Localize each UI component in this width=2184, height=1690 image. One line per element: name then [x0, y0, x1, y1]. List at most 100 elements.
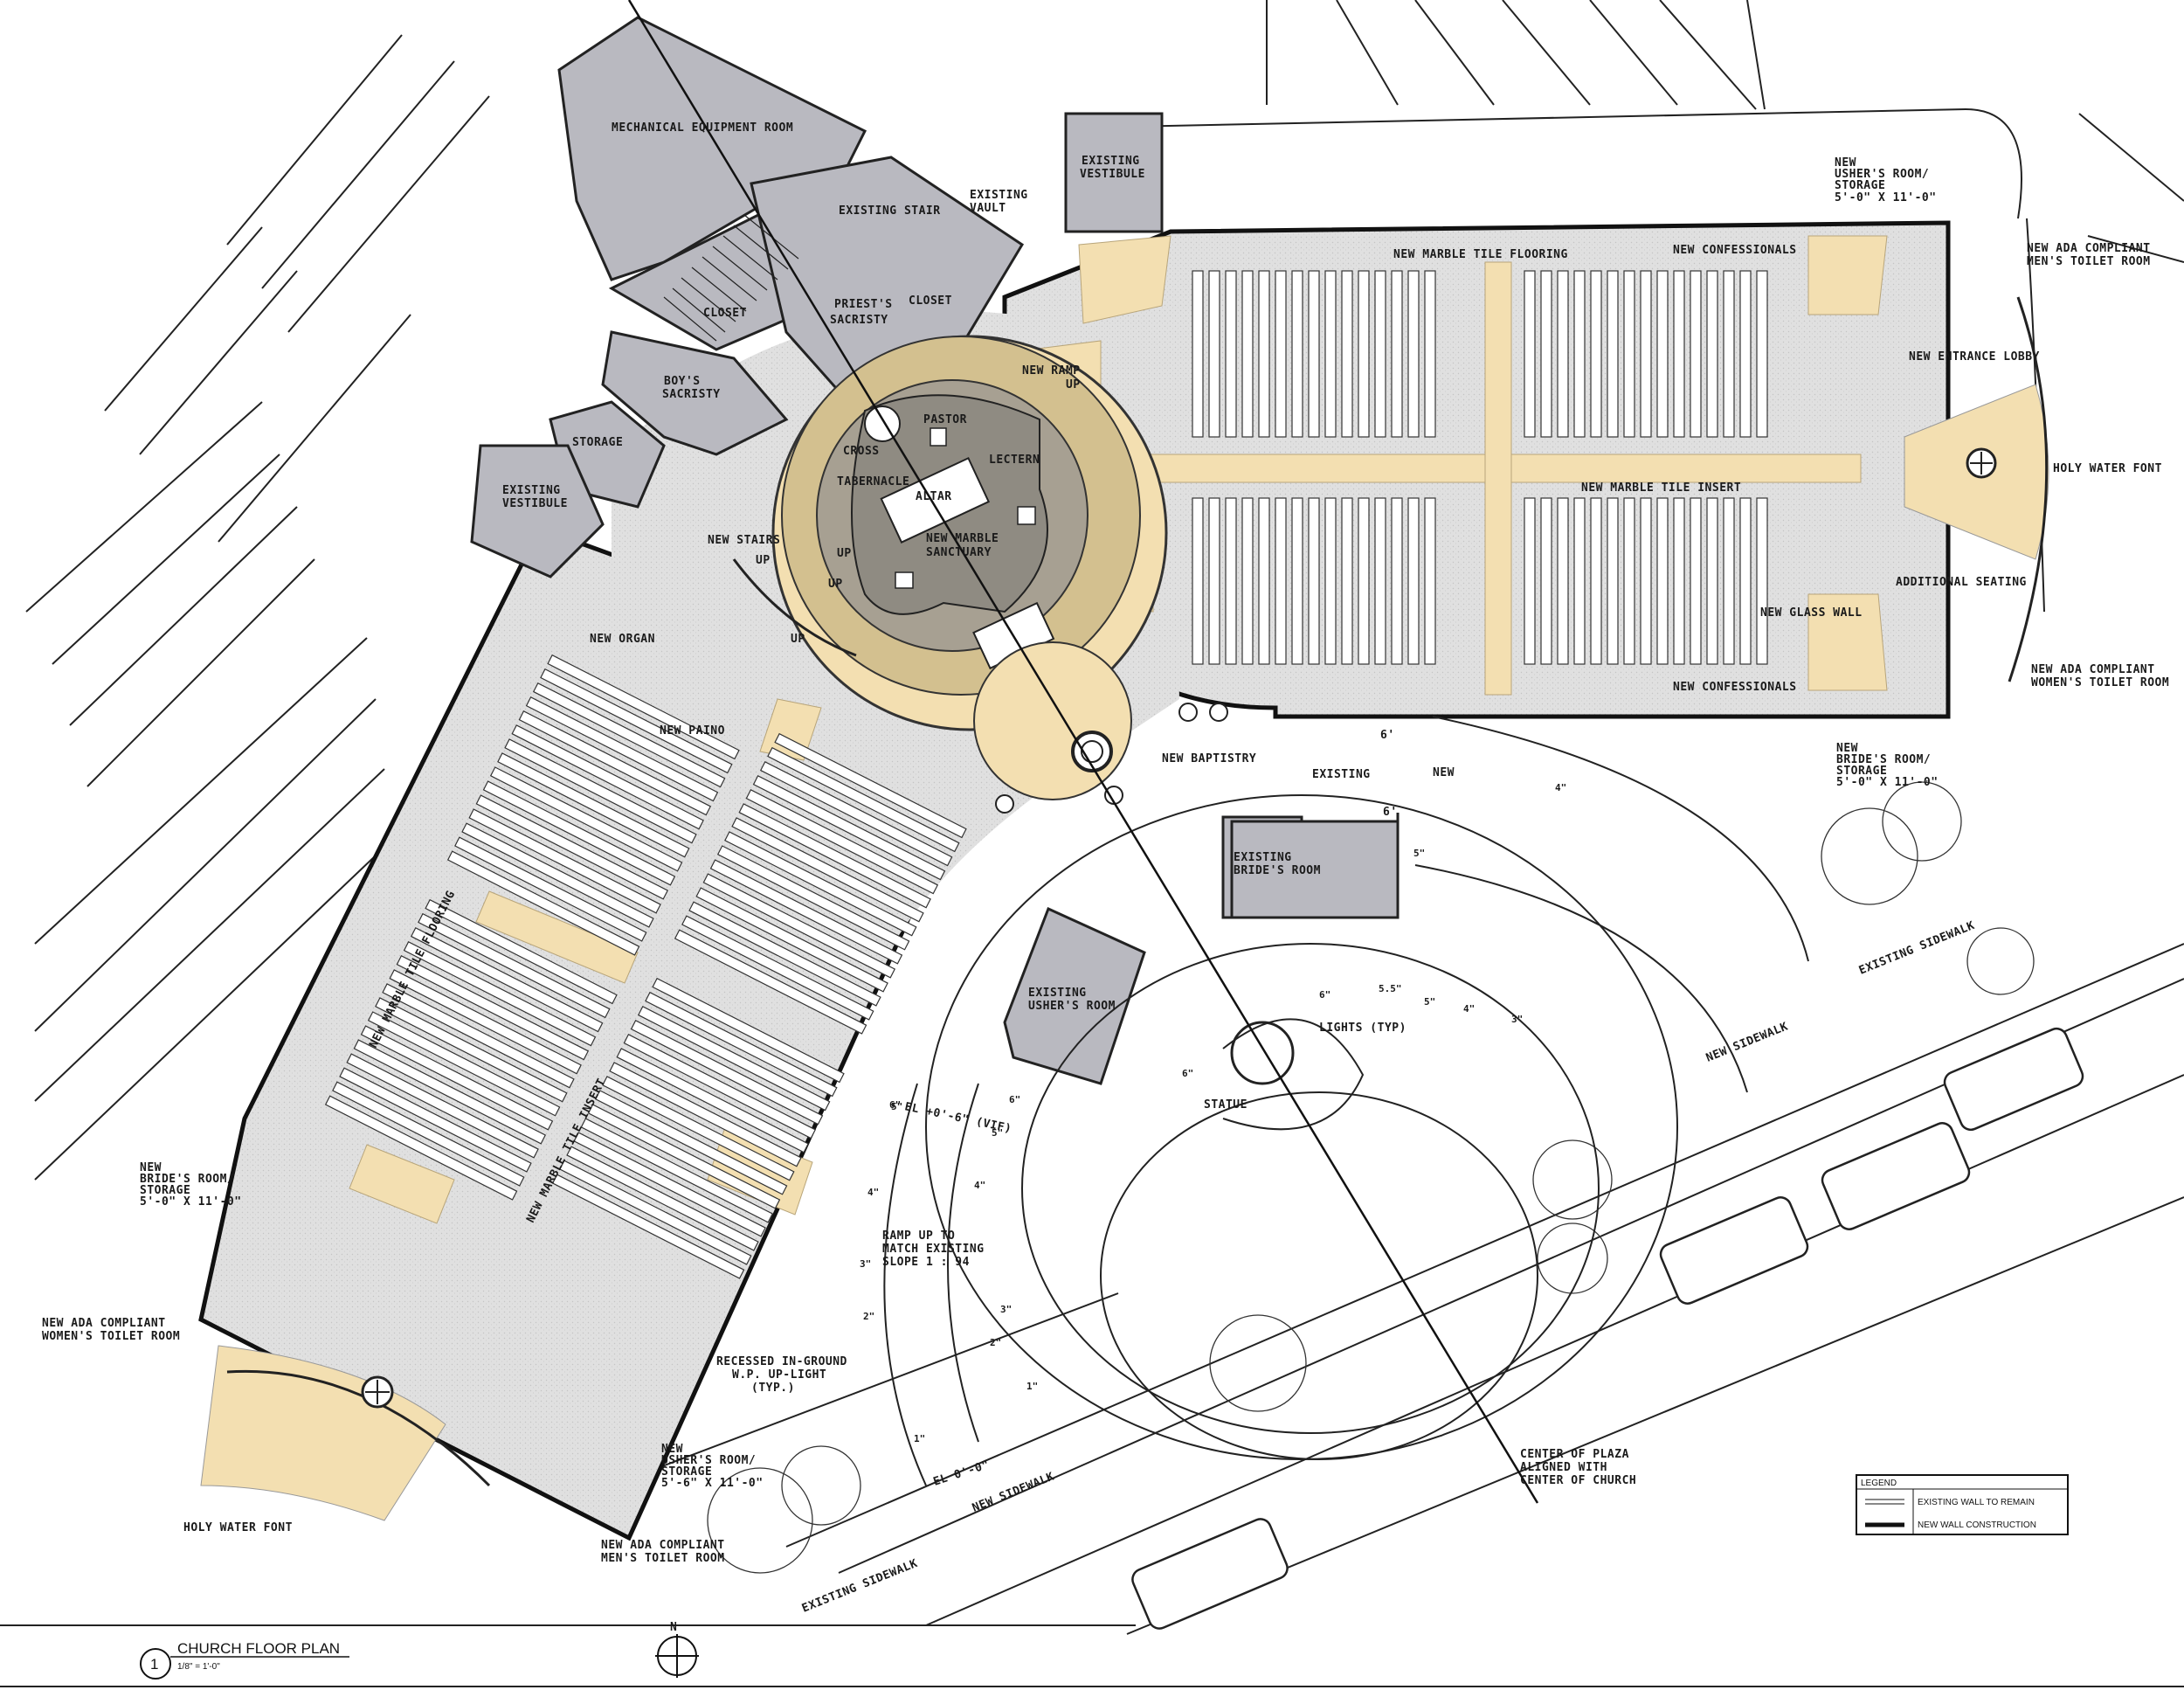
label-new-piano: NEW PAINO: [660, 724, 725, 738]
pew-block: [551, 977, 845, 1279]
label-holy-water-font-left: HOLY WATER FONT: [183, 1521, 293, 1534]
pew-block: [1192, 270, 1436, 438]
label-ushers-room-tr-2: USHER'S ROOM/: [1835, 168, 1929, 181]
pew: [645, 991, 838, 1098]
pew: [1358, 270, 1370, 438]
label-altar: ALTAR: [916, 490, 952, 503]
label-new-entrance-lobby: NEW ENTRANCE LOBBY: [1909, 350, 2040, 364]
label-existing-door: EXISTING: [1312, 768, 1371, 781]
label-mechanical-room: MECHANICAL EQUIPMENT ROOM: [612, 121, 793, 135]
pew: [1524, 270, 1536, 438]
label-existing-vault-2: VAULT: [970, 202, 1006, 215]
pew: [1690, 270, 1702, 438]
pew: [1640, 497, 1652, 665]
pew: [382, 983, 575, 1089]
label-tabernacle: TABERNACLE: [837, 475, 909, 488]
dim-5a: 5": [891, 1101, 902, 1112]
pew: [454, 836, 647, 942]
pew: [475, 794, 669, 900]
pew: [461, 822, 654, 928]
label-door-dim-2: 6': [1383, 806, 1398, 819]
pew: [1192, 497, 1204, 665]
pew: [389, 969, 582, 1075]
pew: [525, 696, 719, 802]
dim-1b: 1": [1026, 1381, 1038, 1392]
pew: [681, 915, 874, 1021]
pew: [339, 1067, 532, 1173]
pew: [616, 1048, 809, 1153]
pew: [353, 1039, 547, 1145]
pew: [731, 817, 924, 923]
label-mens-toilet-bl-2: MEN'S TOILET ROOM: [601, 1552, 725, 1565]
church-axis-line: [627, 0, 1539, 1504]
pew: [324, 1095, 518, 1201]
label-door-dim-1: 6': [1380, 729, 1395, 742]
label-ramp-1: RAMP UP TO: [882, 1229, 955, 1243]
pew: [497, 752, 690, 858]
dim-4a: 4": [867, 1187, 879, 1198]
label-boys-sacristy-1: BOY'S: [664, 375, 701, 388]
pew: [504, 738, 697, 844]
label-mens-toilet-tr-2: MEN'S TOILET ROOM: [2027, 255, 2151, 268]
label-mens-toilet-bl-1: NEW ADA COMPLIANT: [601, 1539, 725, 1552]
dim-55: 5.5": [1379, 983, 1402, 994]
label-new-glass-wall: NEW GLASS WALL: [1760, 606, 1863, 620]
pew: [1225, 497, 1237, 665]
pew: [637, 1005, 831, 1112]
legend: [1856, 1474, 2069, 1535]
pew: [752, 774, 946, 881]
pew: [482, 780, 676, 886]
label-new-marble-sanctuary-1: NEW MARBLE: [926, 532, 999, 545]
label-new-confessionals-top: NEW CONFESSIONALS: [1673, 244, 1797, 257]
pew: [367, 1011, 561, 1117]
pew: [1341, 270, 1353, 438]
label-statue: STATUE: [1204, 1098, 1248, 1112]
dim-2a: 2": [863, 1311, 874, 1322]
label-new-marble-tile-flooring-top: NEW MARBLE TILE FLOORING: [1393, 248, 1568, 261]
pew: [1540, 270, 1552, 438]
pew: [1540, 497, 1552, 665]
label-brides-room-l-3: STORAGE: [140, 1184, 190, 1197]
label-boys-sacristy-2: SACRISTY: [662, 388, 721, 401]
sheet-number: 1: [150, 1656, 158, 1673]
label-center-plaza-1: CENTER OF PLAZA: [1520, 1448, 1629, 1461]
dim-6b: 6": [1009, 1094, 1020, 1105]
pew: [410, 926, 604, 1033]
pew: [1374, 497, 1386, 665]
label-up-4: UP: [791, 633, 805, 646]
label-el-bottom: EL 0'-0": [932, 1458, 992, 1489]
pew: [738, 803, 931, 909]
drawing-title: CHURCH FLOOR PLAN: [177, 1640, 340, 1657]
vestibule-top: [1064, 112, 1164, 233]
pew: [566, 1146, 759, 1251]
label-new-marble-sanctuary-2: SANCTUARY: [926, 546, 992, 559]
label-ushers-room-bl-1: NEW: [661, 1443, 683, 1456]
pew: [724, 831, 917, 937]
pew: [652, 977, 845, 1084]
vestibule-left: [470, 444, 605, 578]
label-existing-vestibule-left-1: EXISTING: [502, 484, 561, 497]
label-ushers-room-bl-2: USHER'S ROOM/: [661, 1454, 756, 1467]
pew: [1739, 270, 1752, 438]
label-existing-vestibule-top-2: VESTIBULE: [1080, 168, 1145, 181]
pew: [1739, 497, 1752, 665]
pew: [580, 1118, 774, 1223]
existing-brides-room: [1230, 820, 1400, 919]
label-existing-ushers-room-1: EXISTING: [1028, 987, 1087, 1000]
dim-1a: 1": [914, 1433, 925, 1444]
pew: [1308, 497, 1320, 665]
pew: [709, 859, 903, 965]
dim-3a: 3": [860, 1258, 871, 1270]
pew: [1424, 497, 1436, 665]
pew: [1607, 270, 1619, 438]
pew: [1324, 270, 1337, 438]
entrance-lobby-left: [200, 1345, 491, 1521]
pew: [1607, 497, 1619, 665]
dim-5b: 5": [992, 1127, 1003, 1139]
pew: [1291, 270, 1303, 438]
label-up-3: UP: [828, 578, 843, 591]
label-existing-brides-room-1: EXISTING: [1234, 851, 1292, 864]
pew: [396, 955, 590, 1061]
pew: [1258, 497, 1270, 665]
pew: [674, 929, 867, 1035]
